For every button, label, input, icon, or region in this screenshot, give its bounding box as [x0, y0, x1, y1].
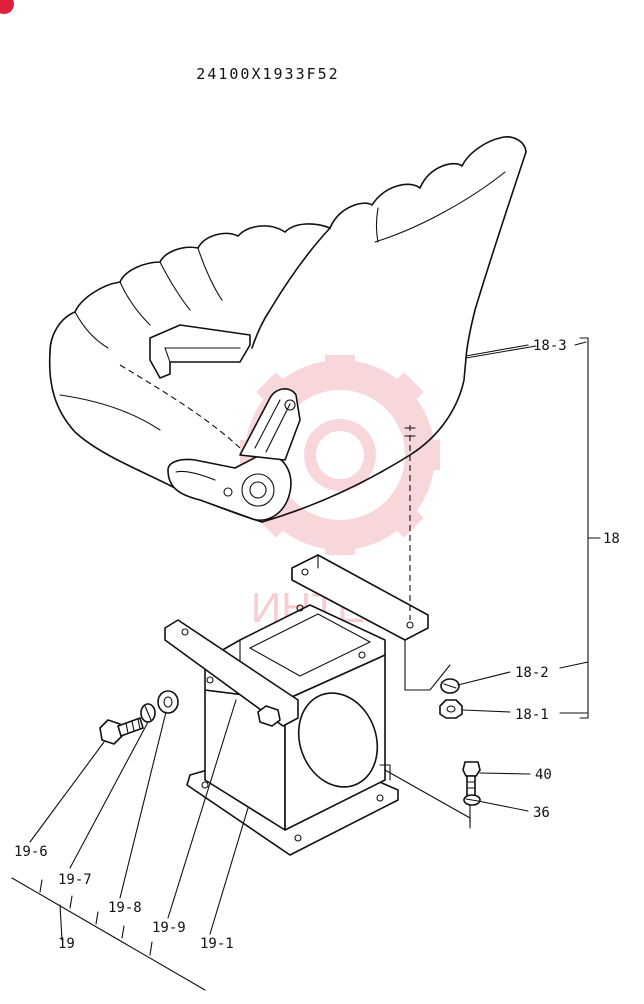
seat-assembly	[48, 136, 537, 523]
callout-36: 36	[533, 805, 550, 821]
fasteners	[99, 678, 481, 823]
callout-19-8: 19-8	[108, 900, 142, 916]
diagram-title: 24100X1933F52	[196, 65, 339, 83]
callout-19-1: 19-1	[200, 936, 234, 952]
callout-40: 40	[535, 767, 552, 783]
callout-19-6: 19-6	[14, 844, 48, 860]
callout-18: 18	[603, 531, 620, 547]
callout-18-1: 18-1	[515, 707, 549, 723]
callout-19-9: 19-9	[152, 920, 186, 936]
leader-lines	[11, 337, 601, 991]
corner-logo-badge	[0, 0, 14, 14]
seat-mount-bracket	[291, 425, 451, 691]
callout-19: 19	[58, 936, 75, 952]
callout-19-7: 19-7	[58, 872, 92, 888]
callout-18-2: 18-2	[515, 665, 549, 681]
base-bracket	[164, 604, 471, 856]
callout-18-3: 18-3	[533, 338, 567, 354]
